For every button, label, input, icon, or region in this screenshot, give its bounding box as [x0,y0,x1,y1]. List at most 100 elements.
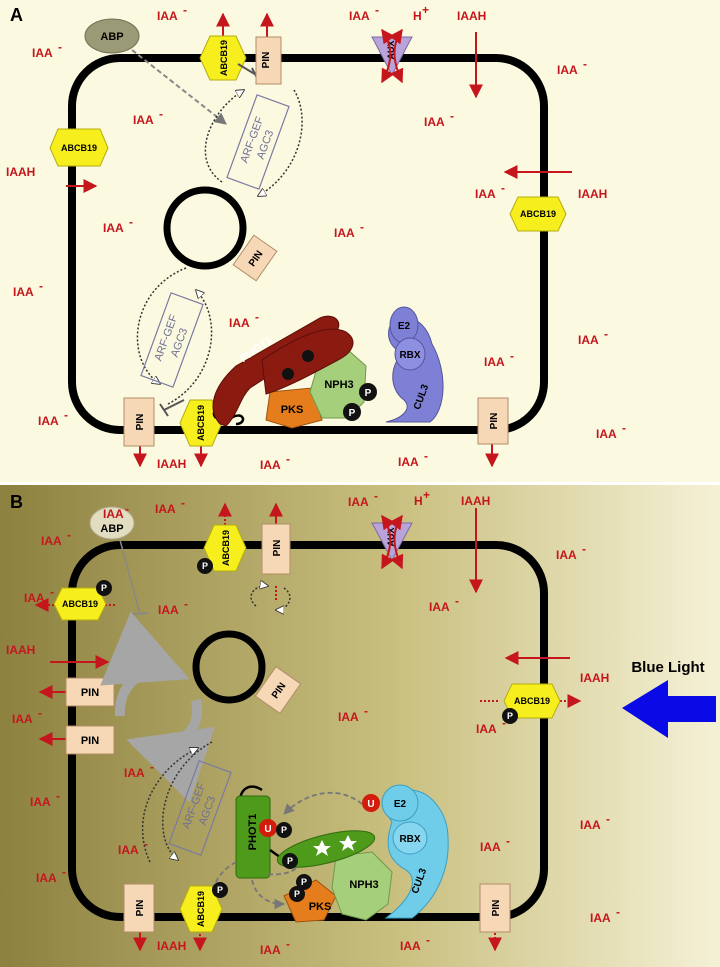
cycling-arrow [167,290,213,405]
abcb19-label: ABCB19 [196,405,206,441]
iaa-label: IAA [349,9,370,23]
abcb19-transporter [203,524,247,572]
ubiquitin-u [362,794,380,812]
recycling-arrow [126,698,215,803]
abcb19-label: ABCB19 [514,696,550,706]
svg-text:-: - [183,3,187,17]
iaa-label: IAA [155,502,176,516]
chromophore [302,350,314,362]
abp-protein [84,18,140,54]
abcb19-label: ABCB19 [219,40,229,76]
abcb19-label: ABCB19 [221,530,231,566]
svg-text:-: - [582,542,586,556]
svg-text:-: - [455,594,459,608]
panel-b: B IAA- IAA- IAA- H+ IAAH [0,485,720,967]
iaa-label: IAA [475,187,496,201]
svg-text:-: - [375,3,379,17]
nph3-protein [331,851,393,921]
pin-label: PIN [489,413,500,430]
abp-label: ABP [100,31,123,43]
phosphate-label: P [101,583,107,593]
svg-text:-: - [159,107,163,121]
phot1-label: PHOT1 [247,814,259,851]
phosphate-p [289,886,305,902]
svg-text:-: - [616,905,620,919]
svg-text:-: - [58,40,62,54]
e2-label: E2 [398,321,411,332]
iaah-label: IAAH [157,457,186,471]
chromophore [282,368,294,380]
svg-text:-: - [56,789,60,803]
rbx-protein [394,337,426,371]
iaah-label: IAAH [6,643,35,657]
e2-label: E2 [394,799,407,810]
cycling-arrow [136,267,187,384]
iaa-label: IAA [30,795,51,809]
pin-transporter: PIN [254,665,302,715]
phosphate-label: P [349,408,356,419]
phosphorylation-arrow [267,865,297,876]
phosphate-label: P [301,877,307,887]
rbx-protein [392,821,428,855]
phot1-protein [235,795,271,879]
pin-transporter: PIN [232,234,278,282]
abcb19-transporter [199,35,247,81]
svg-text:-: - [364,704,368,718]
pin-label: PIN [81,735,99,747]
abcb19-label: ABCB19 [520,209,556,219]
iaa-label: IAA [229,316,250,330]
cycling-arrow [204,90,244,183]
pks-protein [265,387,323,429]
h-plus-label: H [413,9,422,23]
ubiquitin-label: U [264,824,271,835]
iaa-label: IAA [124,766,145,780]
cell-membrane [68,54,548,434]
pin-label: PIN [491,900,502,917]
phosphate-p [359,383,377,401]
iaa-label: IAA [429,600,450,614]
pin-label: PIN [272,540,283,557]
iaa-label: IAA [484,355,505,369]
svg-text:-: - [501,181,505,195]
pin-transporter [261,523,291,575]
iaa-label: IAA [578,333,599,347]
recycling-arrow [100,611,190,717]
nph3-label: NPH3 [349,879,378,891]
svg-text:-: - [506,834,510,848]
iaa-labels: IAA- IAA- IAA- IAA- IAA- IAA- IAA- IAA- … [6,3,626,472]
svg-text:-: - [604,327,608,341]
svg-text:-: - [426,933,430,947]
iaa-label: IAA [398,455,419,469]
svg-text:-: - [181,496,185,510]
inhibition-bar [132,612,149,615]
svg-text:-: - [606,812,610,826]
iaa-label: IAA [158,603,179,617]
iaa-label: IAA [41,534,62,548]
phosphate-p [276,822,292,838]
iaa-label: IAA [338,710,359,724]
abcb19-label: ABCB19 [62,599,98,609]
svg-text:-: - [286,452,290,466]
iaa-label: IAA [260,943,281,957]
abcb19-transporter [509,196,567,232]
svg-text:-: - [360,220,364,234]
phosphate-p [343,403,361,421]
svg-text:-: - [38,706,42,720]
phosphate-p [502,708,518,724]
svg-text:-: - [125,502,129,516]
pin-transporter [65,725,115,755]
rbx-label: RBX [399,834,420,845]
svg-text:-: - [502,716,506,730]
abp-signal-arrow [131,49,227,125]
phosphorylation-arrow [207,861,237,898]
endosome [192,630,266,704]
phosphate-p [296,874,312,890]
svg-text:-: - [622,421,626,435]
svg-text:-: - [286,937,290,951]
svg-text:-: - [424,449,428,463]
pks-label: PKS [281,404,304,416]
blue-light-arrow [622,680,716,738]
phosphate-p [212,882,228,898]
iaa-label: IAA [157,9,178,23]
svg-text:-: - [510,349,514,363]
